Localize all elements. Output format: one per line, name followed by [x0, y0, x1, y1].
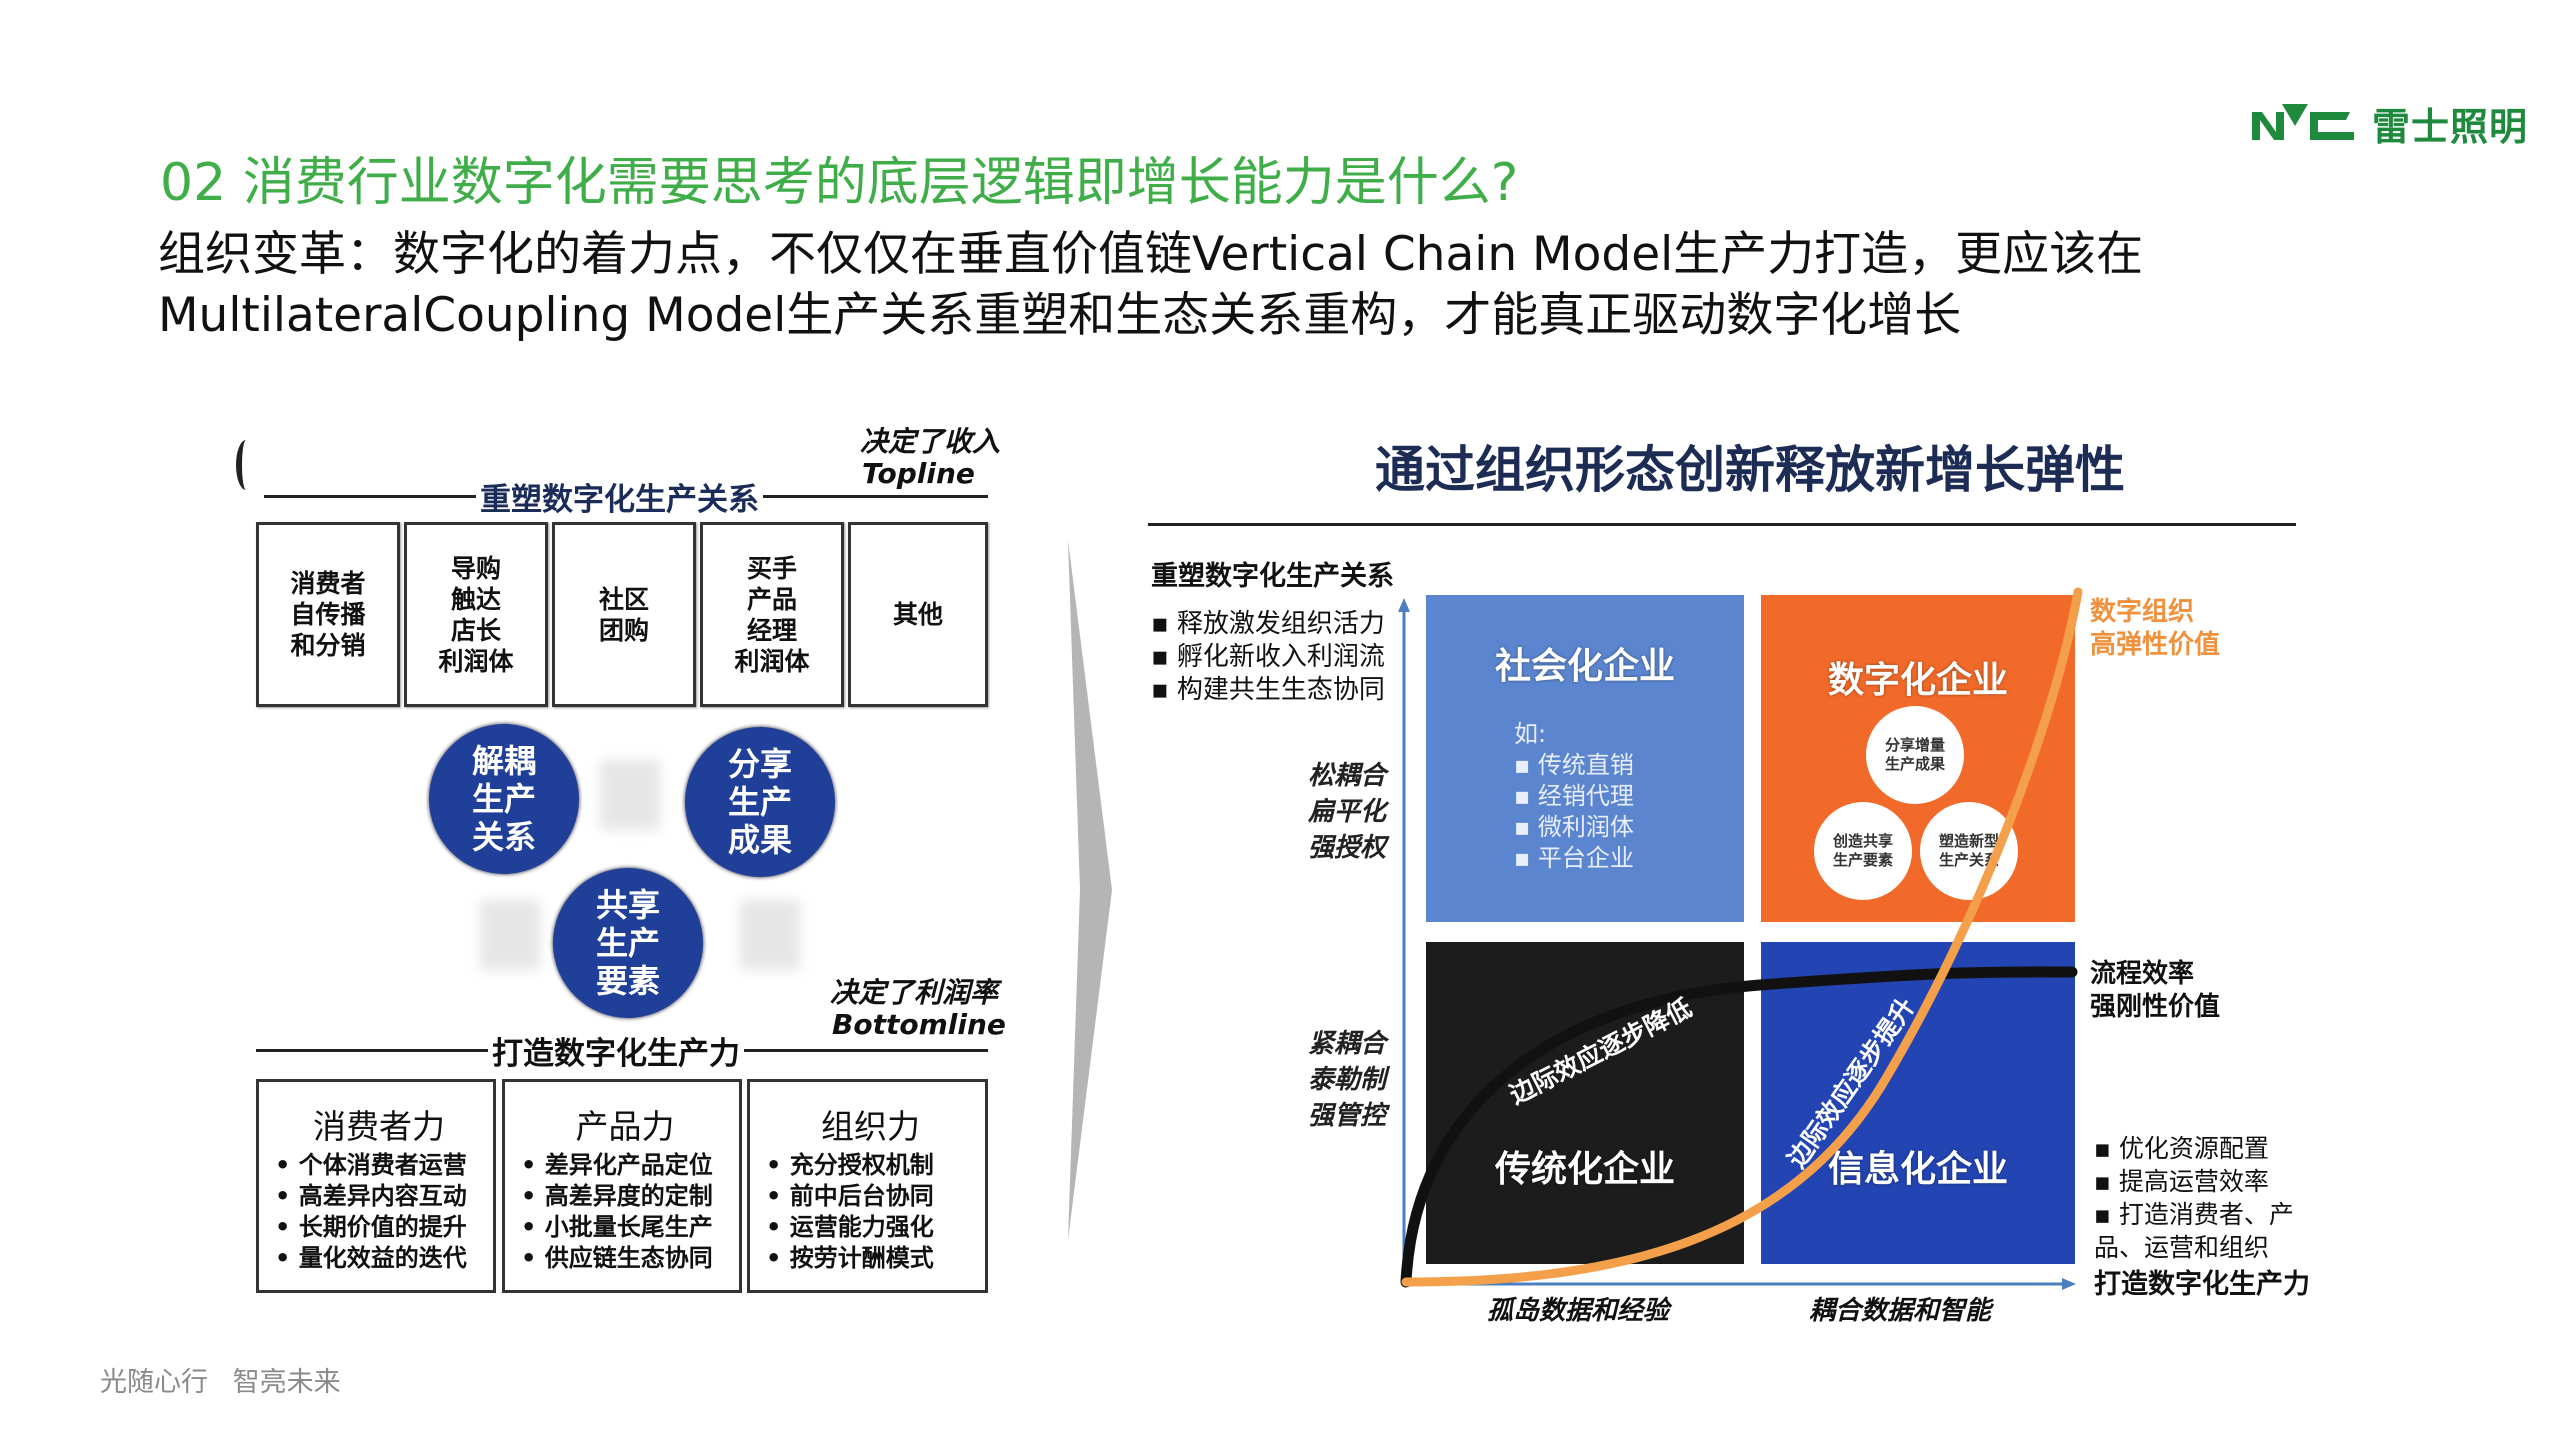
column-item: • 小批量长尾生产: [521, 1213, 713, 1241]
y-axis-arrow-icon: [1398, 598, 1410, 612]
topline-en: Topline: [862, 457, 975, 490]
nvc-logo: 雷士照明: [2252, 96, 2528, 151]
column-item: • 按劳计酬模式: [766, 1244, 934, 1272]
cycle-create-factors: 创造共享 生产要素: [1814, 802, 1912, 900]
example-item: ▪ 传统直销: [1514, 751, 1634, 779]
column-item: • 前中后台协同: [766, 1182, 934, 1210]
column-title: 产品力: [575, 1107, 675, 1146]
example-list: 如: ▪ 传统直销 ▪ 经销代理 ▪ 微利润体 ▪ 平台企业: [1514, 719, 1634, 874]
column-item: • 量化效益的迭代: [275, 1244, 467, 1272]
column-item: • 高差异内容互动: [275, 1182, 467, 1210]
quadrant-title: 传统化企业: [1494, 1149, 1675, 1190]
quadrant-title: 数字化企业: [1827, 660, 2008, 701]
x-item: ▪ 提高运营效率: [2094, 1167, 2269, 1196]
slide-title: 02 消费行业数字化需要思考的底层逻辑即增长能力是什么?: [160, 153, 1519, 213]
loose-coupling-label: 松耦合 扁平化 强授权: [1308, 761, 1387, 863]
nvc-logo-mark-icon: [2252, 103, 2354, 140]
topline-cn: 决定了收入: [860, 425, 1001, 458]
corner-mark-icon: [236, 440, 256, 490]
quadrant-information: 信息化企业: [1761, 942, 2075, 1264]
slide-subtitle-line1: 组织变革：数字化的着力点，不仅仅在垂直价值链Vertical Chain Mod…: [158, 227, 2144, 282]
arrow-up-icon: [480, 900, 540, 970]
column-organization: 组织力 • 充分授权机制 • 前中后台协同 • 运营能力强化 • 按劳计酬模式: [747, 1079, 988, 1293]
x-axis-heading: 打造数字化生产力: [2094, 1269, 2310, 1300]
slide-subtitle-line2: MultilateralCoupling Model生产关系重塑和生态关系重构，…: [158, 288, 1962, 343]
box-guide: 导购 触达 店长 利润体: [404, 522, 548, 707]
axes-and-curves: [1398, 587, 2083, 1290]
column-item: • 充分授权机制: [766, 1151, 934, 1179]
y-axis-items: ▪ 释放激发组织活力 ▪ 孵化新收入利润流 ▪ 构建共生生态协同: [1151, 608, 1385, 707]
quadrant-title: 信息化企业: [1827, 1149, 2008, 1190]
column-item: • 个体消费者运营: [275, 1151, 467, 1179]
example-item: ▪ 微利润体: [1514, 813, 1634, 841]
column-title: 组织力: [821, 1107, 920, 1146]
footer-slogan: 光随心行 智亮未来: [100, 1367, 341, 1398]
column-item: • 长期价值的提升: [275, 1213, 467, 1241]
rigidity-curve: [1400, 966, 2078, 1288]
column-item: • 差异化产品定位: [521, 1151, 713, 1179]
bottomline-cn: 决定了利润率: [830, 976, 999, 1009]
right-title-underline: [1148, 523, 2296, 526]
box-other: 其他: [848, 522, 988, 707]
x-axis-right-label: 耦合数据和智能: [1809, 1296, 1992, 1326]
box-buyer: 买手 产品 经理 利润体: [700, 522, 844, 707]
cycle-share-results: 分享增量 生产成果: [1866, 706, 1964, 804]
y-item: ▪ 构建共生生态协同: [1151, 675, 1385, 705]
elastic-value-label: 数字组织 高弹性价值: [2090, 597, 2221, 660]
arrow-down-icon: [740, 900, 800, 970]
x-item: ▪ 打造消费者、产 品、运营和组织: [2094, 1200, 2294, 1262]
y-item: ▪ 释放激发组织活力: [1151, 609, 1385, 639]
column-consumer: 消费者力 • 个体消费者运营 • 高差异内容互动 • 长期价值的提升 • 量化效…: [256, 1079, 496, 1293]
quadrant-social: 社会化企业 如: ▪ 传统直销 ▪ 经销代理 ▪ 微利润体 ▪ 平台企业: [1426, 595, 1744, 922]
logo-name: 雷士照明: [2372, 105, 2529, 149]
example-item: ▪ 经销代理: [1514, 782, 1634, 810]
circle-decouple: 解耦 生产 关系: [429, 724, 579, 874]
y-item: ▪ 孵化新收入利润流: [1151, 642, 1385, 672]
x-item: ▪ 优化资源配置: [2094, 1134, 2269, 1163]
arrow-right-icon: [600, 760, 660, 830]
example-item: ▪ 平台企业: [1514, 844, 1634, 872]
box-consumer: 消费者 自传播 和分销: [256, 522, 400, 707]
x-axis-arrow-icon: [2062, 1278, 2076, 1290]
column-product: 产品力 • 差异化产品定位 • 高差异度的定制 • 小批量长尾生产 • 供应链生…: [502, 1079, 742, 1293]
x-axis-items: ▪ 优化资源配置 ▪ 提高运营效率 ▪ 打造消费者、产 品、运营和组织: [2094, 1132, 2294, 1264]
column-item: • 运营能力强化: [766, 1213, 934, 1241]
top-label: 重塑数字化生产关系: [476, 474, 763, 519]
circle-share-results: 分享 生产 成果: [685, 727, 835, 877]
chevron-divider-icon: [1068, 540, 1112, 1240]
box-community: 社区 团购: [552, 522, 696, 707]
right-title: 通过组织形态创新释放新增长弹性: [1375, 441, 2125, 499]
column-item: • 供应链生态协同: [521, 1244, 713, 1272]
rigid-value-label: 流程效率 强刚性价值: [2090, 959, 2221, 1022]
y-axis-heading: 重塑数字化生产关系: [1151, 561, 1394, 592]
circle-share-factors: 共享 生产 要素: [553, 868, 703, 1018]
quadrant-title: 社会化企业: [1494, 646, 1675, 687]
column-item: • 高差异度的定制: [521, 1182, 713, 1210]
bottomline-en: Bottomline: [832, 1008, 1006, 1041]
elasticity-curve: [1401, 587, 2083, 1287]
x-axis-left-label: 孤岛数据和经验: [1487, 1296, 1670, 1326]
column-title: 消费者力: [313, 1107, 445, 1146]
bottom-label: 打造数字化生产力: [488, 1028, 744, 1073]
tight-coupling-label: 紧耦合 泰勒制 强管控: [1308, 1029, 1387, 1131]
example-prefix: 如:: [1514, 720, 1547, 748]
